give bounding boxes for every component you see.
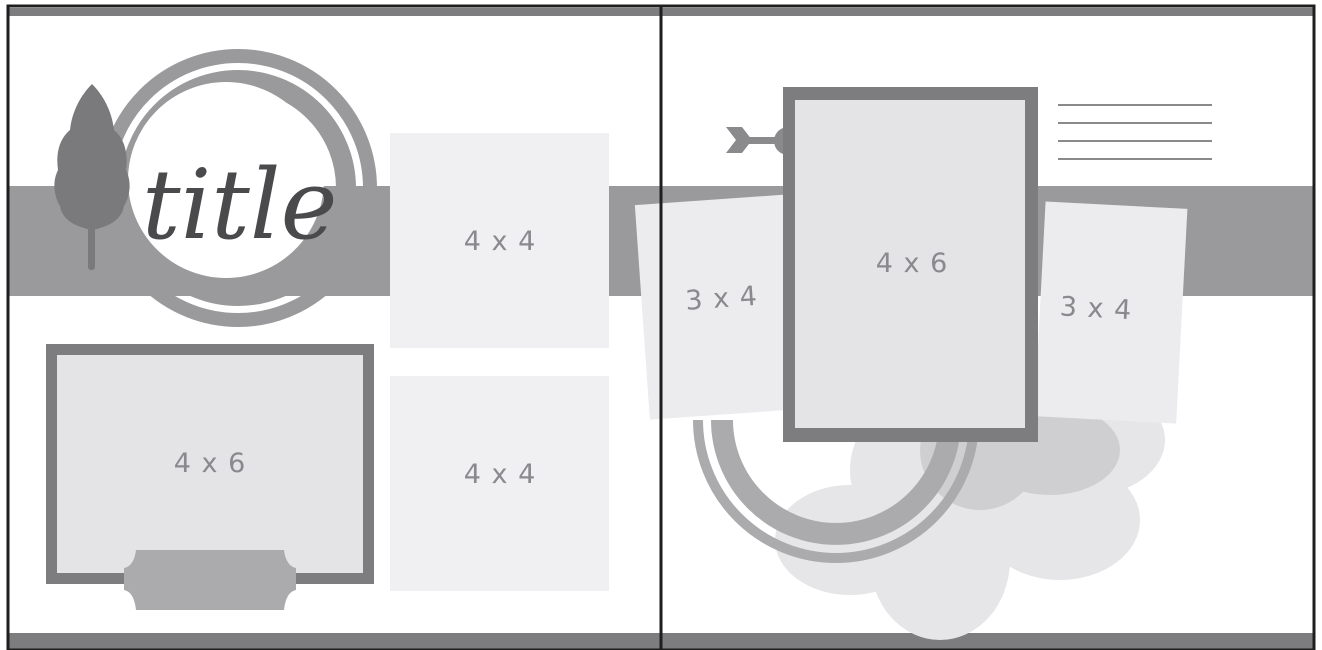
ticket-tag — [124, 550, 296, 610]
photo-center-label: 4 x 6 — [876, 248, 949, 279]
photo-right-label: 3 x 4 — [1059, 291, 1133, 326]
layout-title: title — [142, 149, 337, 261]
photo-large-label: 4 x 6 — [174, 448, 247, 479]
photo-top-label: 4 x 4 — [464, 226, 537, 257]
photo-left-label: 3 x 4 — [684, 281, 758, 317]
photo-bottom-label: 4 x 4 — [464, 459, 537, 490]
